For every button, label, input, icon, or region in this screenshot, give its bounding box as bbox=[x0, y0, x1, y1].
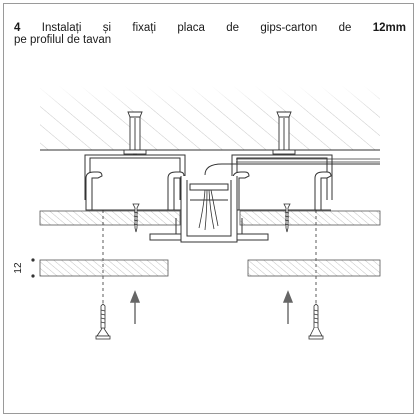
thickness-value: 12mm bbox=[372, 22, 406, 34]
instruction-line-1: 4 Instalați și fixați placa de gips-cart… bbox=[14, 22, 406, 34]
instruction-word: gips-carton bbox=[260, 22, 318, 34]
instruction-word: placa bbox=[177, 22, 205, 34]
drywall-board-installed bbox=[39, 210, 381, 226]
step-number: 4 bbox=[14, 22, 21, 34]
instruction-word: de bbox=[226, 22, 240, 34]
instruction-line-2: pe profilul de tavan bbox=[14, 34, 112, 46]
thickness-dimension-label: 12 bbox=[13, 262, 24, 274]
ceiling-anchor-left bbox=[123, 111, 147, 155]
concrete-ceiling bbox=[40, 86, 380, 151]
instruction-text: 4 Instalați și fixați placa de gips-cart… bbox=[14, 22, 406, 46]
electric-cables bbox=[198, 163, 380, 231]
thickness-dimension bbox=[31, 258, 35, 278]
instruction-word: Instalați bbox=[41, 22, 82, 34]
loose-screw-right bbox=[308, 303, 324, 340]
drywall-board-new bbox=[39, 259, 381, 277]
loose-screw-left bbox=[95, 303, 111, 340]
lift-arrow-right bbox=[282, 290, 294, 324]
ceiling-anchor-right bbox=[272, 111, 296, 155]
ceiling-strip bbox=[236, 158, 380, 163]
installed-screw-left bbox=[132, 203, 140, 233]
ceiling-profile-right bbox=[232, 171, 332, 211]
installed-screw-right bbox=[283, 203, 291, 233]
instruction-word: fixați bbox=[132, 22, 157, 34]
instruction-word: de bbox=[338, 22, 352, 34]
light-channel bbox=[149, 176, 269, 243]
lift-arrow-left bbox=[129, 290, 141, 324]
instruction-word: și bbox=[102, 22, 112, 34]
screw-guide-lines bbox=[102, 210, 317, 305]
